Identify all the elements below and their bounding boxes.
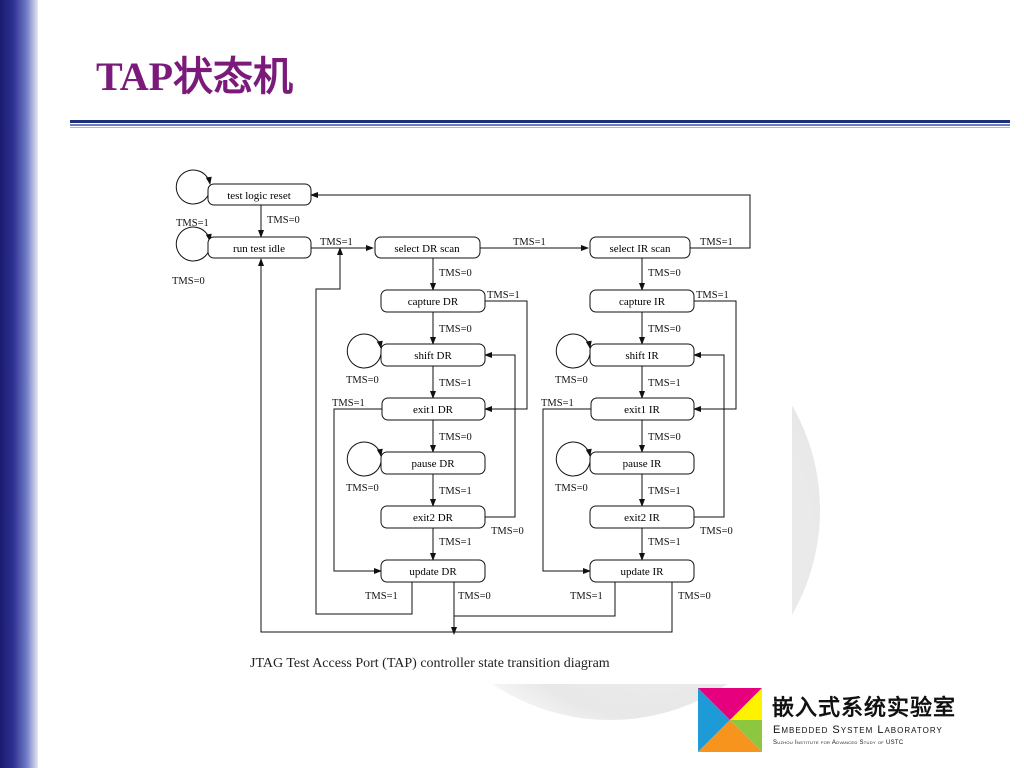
self-loop-tlr <box>175 169 212 205</box>
state-run-test-idle: run test idle <box>207 236 312 259</box>
label-pir-to-e2ir: TMS=1 <box>648 486 681 497</box>
state-shift-dr: shift DR <box>380 343 486 367</box>
label-e1ir-to-pir: TMS=0 <box>648 432 681 443</box>
label-cdr-to-e1dr: TMS=1 <box>487 290 520 301</box>
label-udr-to-sdr: TMS=1 <box>365 591 398 602</box>
state-pause-ir: pause IR <box>589 451 695 475</box>
label-e2ir-to-shir: TMS=0 <box>700 526 733 537</box>
state-exit1-ir: exit1 IR <box>590 397 695 421</box>
svg-text:shift DR: shift DR <box>414 350 452 362</box>
side-decoration-bar <box>0 0 38 768</box>
label-sdr-to-cdr: TMS=0 <box>439 268 472 279</box>
transition-labels: TMS=1 TMS=0 TMS=0 TMS=1 TMS=1 TMS=1 TMS=… <box>172 215 733 602</box>
label-cir-to-e1ir: TMS=1 <box>696 290 729 301</box>
label-pdr-to-e2dr: TMS=1 <box>439 486 472 497</box>
state-exit1-dr: exit1 DR <box>381 397 486 421</box>
state-select-dr-scan: select DR scan <box>374 236 481 259</box>
state-select-ir-scan: select IR scan <box>589 236 691 259</box>
state-capture-ir: capture IR <box>589 289 695 313</box>
diagram-caption: JTAG Test Access Port (TAP) controller s… <box>250 656 610 671</box>
label-sir-to-cir: TMS=0 <box>648 268 681 279</box>
state-exit2-ir: exit2 IR <box>589 505 695 529</box>
self-loop-shdr <box>346 333 383 369</box>
label-tlr-loop: TMS=1 <box>176 218 209 229</box>
label-e1ir-to-uir: TMS=1 <box>541 398 574 409</box>
label-udr-to-rti: TMS=0 <box>458 591 491 602</box>
svg-text:exit2 IR: exit2 IR <box>624 512 660 524</box>
lab-name-english: Embedded System Laboratory <box>773 724 943 736</box>
state-test-logic-reset: test logic reset <box>207 183 312 206</box>
state-pause-dr: pause DR <box>380 451 486 475</box>
self-loop-pdr <box>346 441 383 477</box>
label-cdr-to-shdr: TMS=0 <box>439 324 472 335</box>
label-e2dr-to-shdr: TMS=0 <box>491 526 524 537</box>
label-sdr-to-sir: TMS=1 <box>513 237 546 248</box>
state-update-ir: update IR <box>589 559 695 583</box>
svg-text:update IR: update IR <box>620 566 664 578</box>
tap-state-diagram: test logic reset run test idle select DR… <box>172 169 751 635</box>
label-shir-loop: TMS=0 <box>555 375 588 386</box>
svg-text:test logic reset: test logic reset <box>227 190 291 202</box>
self-loop-shir <box>555 333 592 369</box>
tap-diagram-panel: test logic reset run test idle select DR… <box>160 134 792 684</box>
label-uir-to-rti: TMS=0 <box>678 591 711 602</box>
state-shift-ir: shift IR <box>589 343 695 367</box>
label-uir-to-sdr: TMS=1 <box>570 591 603 602</box>
svg-text:pause DR: pause DR <box>411 458 455 470</box>
svg-text:pause IR: pause IR <box>623 458 662 470</box>
state-update-dr: update DR <box>380 559 486 583</box>
svg-text:select DR scan: select DR scan <box>394 243 460 255</box>
label-pdr-loop: TMS=0 <box>346 483 379 494</box>
label-sir-to-tlr: TMS=1 <box>700 237 733 248</box>
label-e1dr-to-udr: TMS=1 <box>332 398 365 409</box>
label-shdr-loop: TMS=0 <box>346 375 379 386</box>
svg-text:update DR: update DR <box>409 566 457 578</box>
svg-text:exit2 DR: exit2 DR <box>413 512 454 524</box>
state-exit2-dr: exit2 DR <box>380 505 486 529</box>
lab-institute: Suzhou Institute for Advanced Study of U… <box>773 740 904 746</box>
state-capture-dr: capture DR <box>380 289 486 313</box>
label-shir-to-e1ir: TMS=1 <box>648 378 681 389</box>
label-cir-to-shir: TMS=0 <box>648 324 681 335</box>
label-tlr-to-rti: TMS=0 <box>267 215 300 226</box>
label-rti-loop: TMS=0 <box>172 276 205 287</box>
svg-text:capture IR: capture IR <box>619 296 666 308</box>
self-loop-pir <box>555 441 592 477</box>
slide-title: TAP状态机 <box>96 54 294 99</box>
svg-text:exit1 DR: exit1 DR <box>413 404 454 416</box>
svg-text:exit1 IR: exit1 IR <box>624 404 660 416</box>
label-e1dr-to-pdr: TMS=0 <box>439 432 472 443</box>
label-e2ir-to-uir: TMS=1 <box>648 537 681 548</box>
svg-text:select IR scan: select IR scan <box>609 243 671 255</box>
svg-text:capture DR: capture DR <box>408 296 459 308</box>
self-loop-rti <box>175 226 212 262</box>
svg-text:shift IR: shift IR <box>625 350 659 362</box>
lab-logo-icon <box>698 688 762 752</box>
label-shdr-to-e1dr: TMS=1 <box>439 378 472 389</box>
svg-text:run test idle: run test idle <box>233 243 285 255</box>
title-divider <box>70 120 1010 128</box>
label-rti-to-sdr: TMS=1 <box>320 237 353 248</box>
label-e2dr-to-udr: TMS=1 <box>439 537 472 548</box>
lab-name-chinese: 嵌入式系统实验室 <box>772 696 957 721</box>
label-pir-loop: TMS=0 <box>555 483 588 494</box>
